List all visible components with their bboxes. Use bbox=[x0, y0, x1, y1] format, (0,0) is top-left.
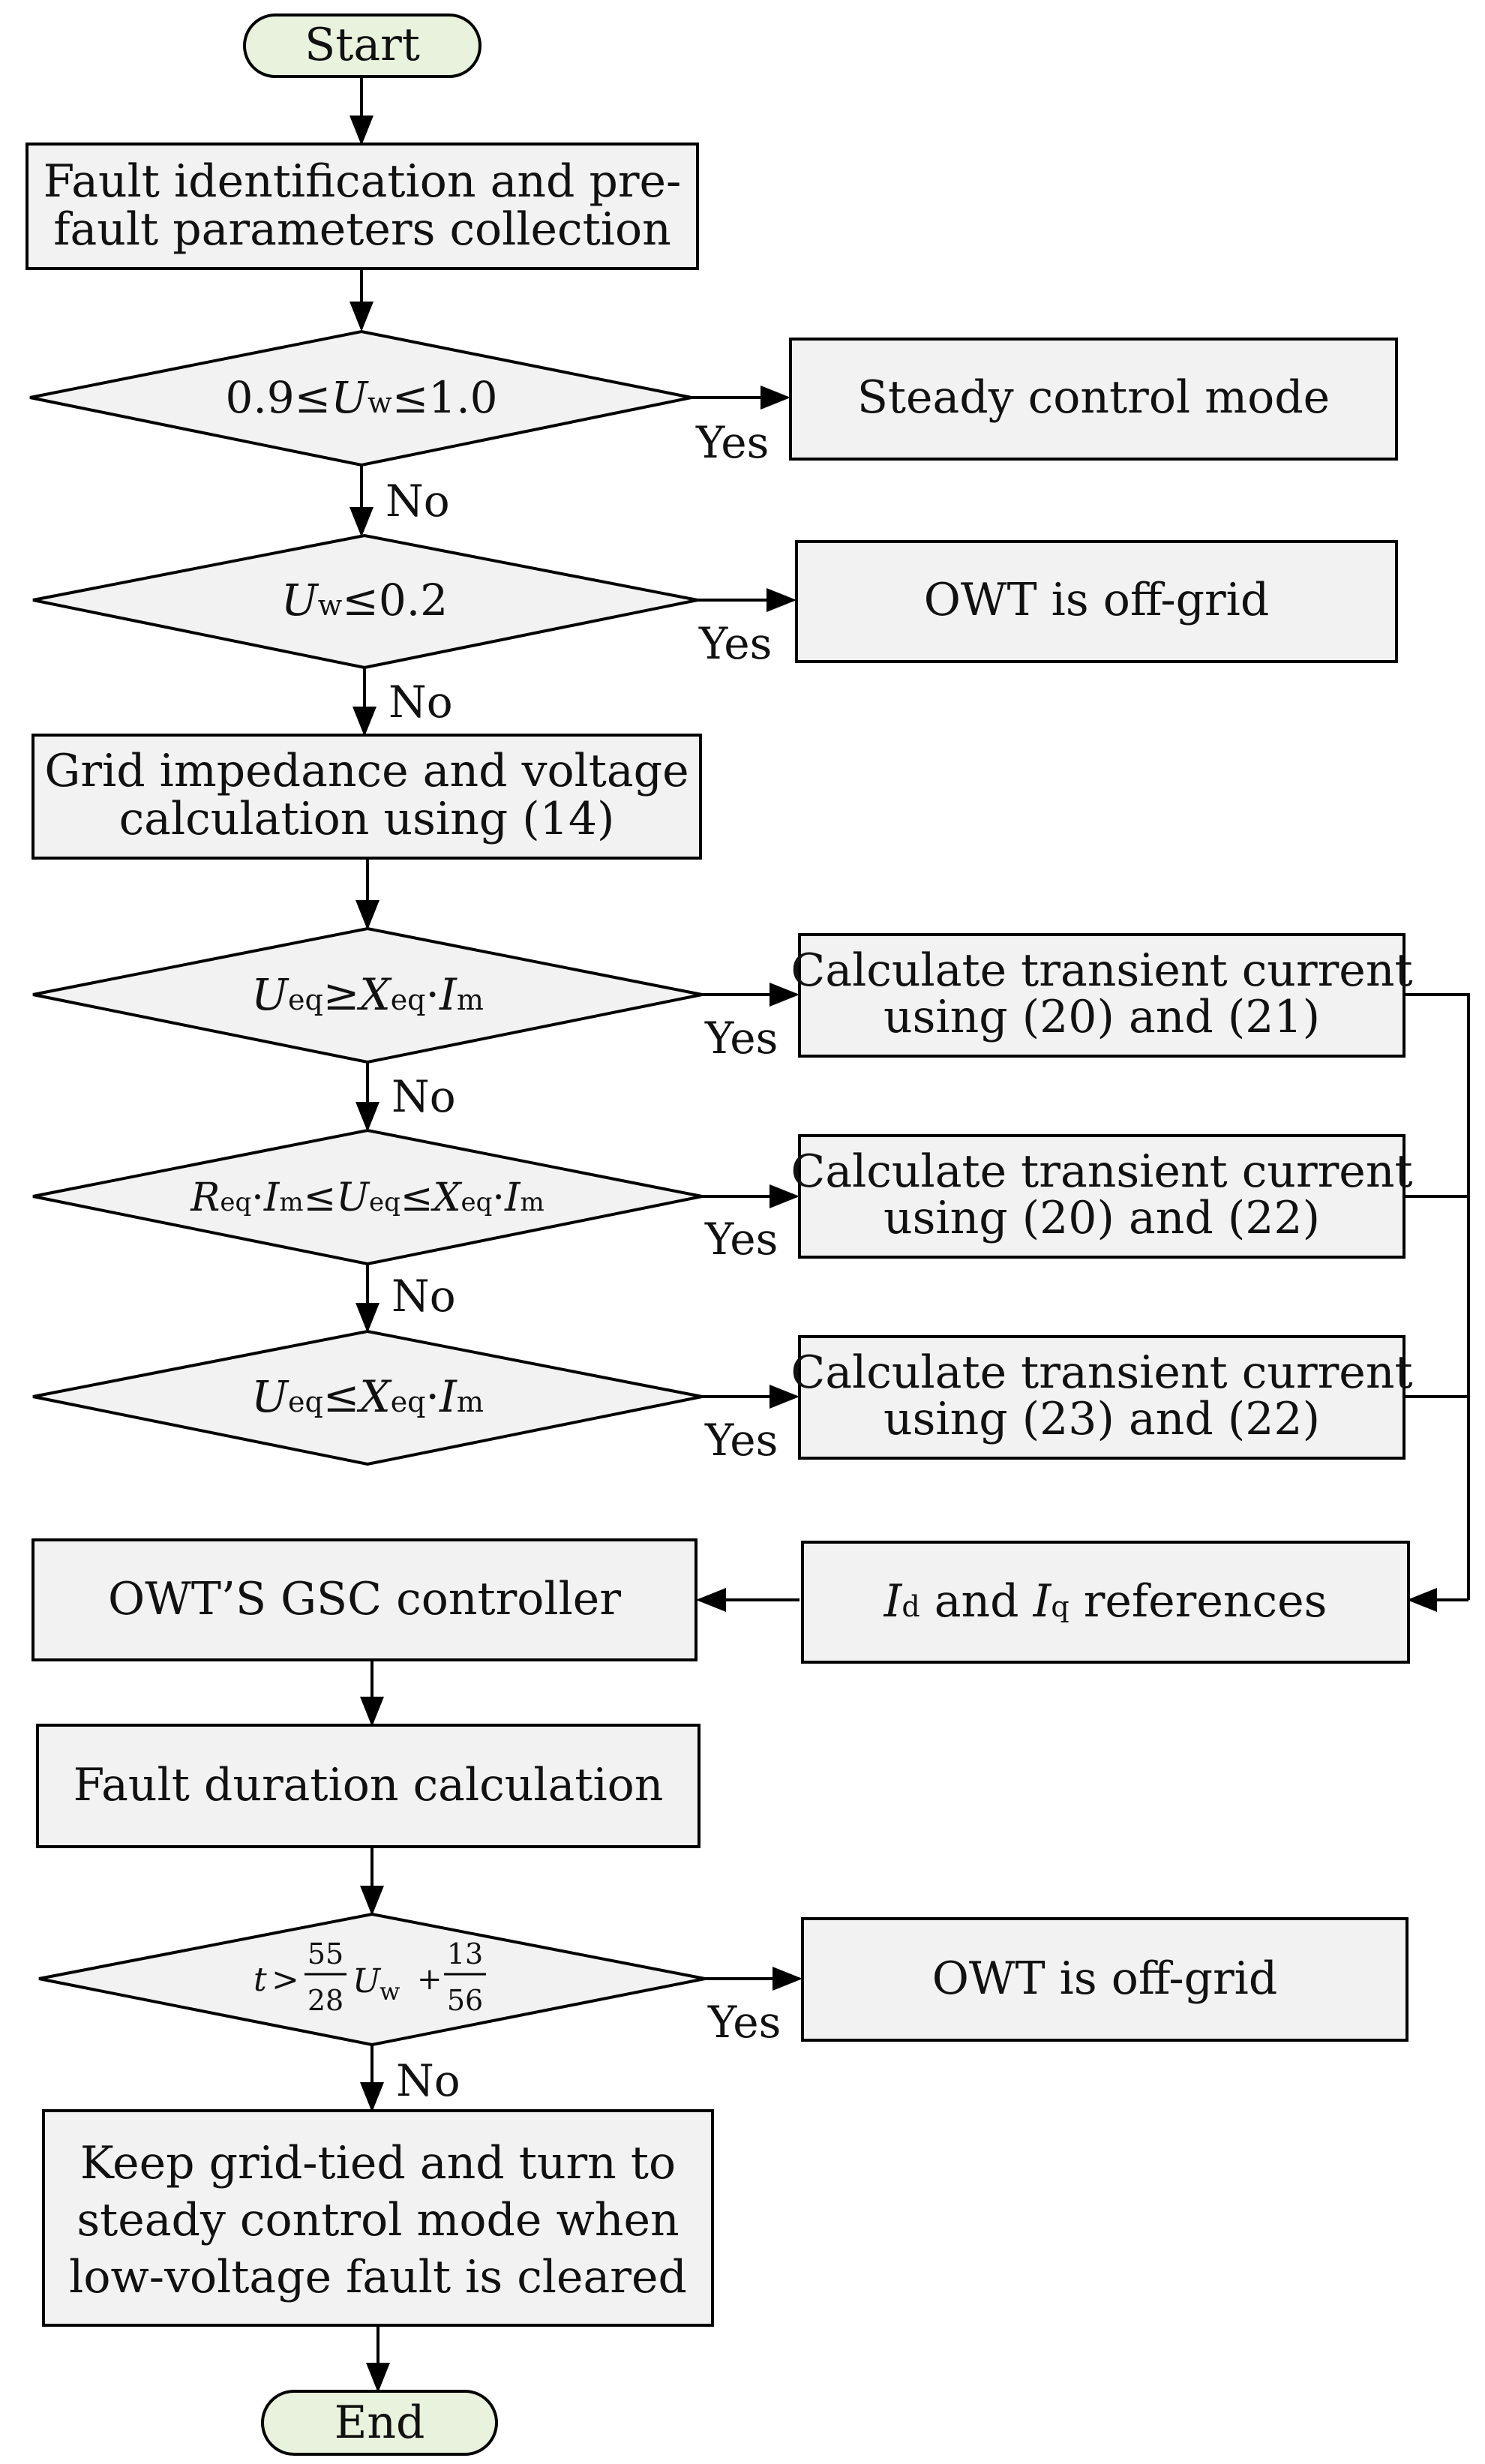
grid-calculation-box: Grid impedance and voltage calculation u… bbox=[32, 734, 702, 860]
keep-grid-line-2: steady control mode when bbox=[76, 2194, 679, 2246]
fault-duration-box: Fault duration calculation bbox=[36, 1724, 700, 1848]
fraction-2-numerator: 13 bbox=[447, 1937, 483, 1970]
calc-3-line-1: Calculate transient current bbox=[790, 1346, 1412, 1399]
plus-sign: + bbox=[417, 1962, 442, 1997]
condition-time: t > 55 28 U w + 13 56 bbox=[38, 1912, 706, 2047]
calc-1-line-1: Calculate transient current bbox=[790, 944, 1412, 997]
end-terminal: End bbox=[261, 2390, 498, 2456]
off-grid-label-2: OWT is off-grid bbox=[932, 1952, 1278, 2005]
references-label: Id and Iq references bbox=[884, 1575, 1328, 1628]
no-label-2: No bbox=[388, 677, 453, 728]
off-grid-label-1: OWT is off-grid bbox=[924, 574, 1270, 626]
condition-2: Req·Im≤Ueq≤Xeq·Im bbox=[32, 1128, 703, 1266]
grid-calc-line-1: Grid impedance and voltage bbox=[44, 745, 688, 797]
keep-grid-tied-box: Keep grid-tied and turn to steady contro… bbox=[42, 2109, 714, 2327]
references-box: Id and Iq references bbox=[801, 1541, 1410, 1664]
time-var: t bbox=[254, 1961, 267, 1999]
condition-1-text: Ueq≥Xeq·Im bbox=[251, 969, 484, 1020]
condition-3-text: Ueq≤Xeq·Im bbox=[251, 1371, 484, 1422]
grid-calc-line-2: calculation using (14) bbox=[119, 793, 615, 845]
connectors bbox=[350, 75, 1470, 2393]
no-label-4: No bbox=[392, 1271, 456, 1322]
no-label-3: No bbox=[392, 1071, 456, 1122]
gsc-controller-label: OWT’S GSC controller bbox=[108, 1573, 621, 1625]
condition-low-voltage: Uw≤0.2 bbox=[32, 533, 698, 670]
yes-label-2: Yes bbox=[698, 618, 772, 669]
yes-label-6: Yes bbox=[707, 1997, 781, 2048]
steady-control-box: Steady control mode bbox=[789, 338, 1398, 461]
no-label-6: No bbox=[396, 2055, 460, 2106]
calculation-box-3: Calculate transient current using (23) a… bbox=[790, 1335, 1413, 1460]
fraction-1-denominator: 28 bbox=[308, 1984, 344, 2017]
start-label: Start bbox=[304, 19, 420, 71]
uw-var: U bbox=[352, 1962, 382, 2000]
calc-2-line-2: using (20) and (22) bbox=[884, 1192, 1320, 1244]
uw-subscript: w bbox=[380, 1977, 400, 2006]
yes-label-4: Yes bbox=[704, 1214, 778, 1265]
no-label-1: No bbox=[386, 476, 450, 527]
off-grid-box-1: OWT is off-grid bbox=[795, 540, 1398, 663]
condition-2-text: Req·Im≤Ueq≤Xeq·Im bbox=[190, 1175, 544, 1220]
condition-1: Ueq≥Xeq·Im bbox=[32, 926, 703, 1064]
fault-duration-label: Fault duration calculation bbox=[74, 1759, 664, 1811]
condition-low-text: Uw≤0.2 bbox=[281, 575, 448, 626]
condition-3: Ueq≤Xeq·Im bbox=[32, 1329, 703, 1466]
fault-identification-line-2: fault parameters collection bbox=[53, 203, 670, 256]
start-terminal: Start bbox=[243, 14, 482, 78]
condition-time-formula: t > 55 28 U w + 13 56 bbox=[254, 1937, 486, 2017]
keep-grid-line-3: low-voltage fault is cleared bbox=[69, 2251, 687, 2303]
calc-3-line-2: using (23) and (22) bbox=[884, 1393, 1320, 1445]
steady-control-label: Steady control mode bbox=[857, 371, 1330, 424]
calculation-box-2: Calculate transient current using (20) a… bbox=[790, 1134, 1413, 1259]
yes-label-5: Yes bbox=[704, 1415, 778, 1466]
greater-than-sign: > bbox=[272, 1961, 299, 1999]
fraction-2-denominator: 56 bbox=[447, 1984, 483, 2017]
yes-label-3: Yes bbox=[704, 1013, 778, 1064]
end-label: End bbox=[334, 2396, 425, 2449]
yes-label-1: Yes bbox=[695, 417, 769, 468]
calculation-box-1: Calculate transient current using (20) a… bbox=[790, 933, 1413, 1058]
condition-normal-voltage: 0.9≤Uw≤1.0 bbox=[29, 329, 692, 467]
calc-2-line-1: Calculate transient current bbox=[790, 1145, 1412, 1198]
keep-grid-line-1: Keep grid-tied and turn to bbox=[80, 2137, 676, 2189]
off-grid-box-2: OWT is off-grid bbox=[801, 1917, 1408, 2042]
bus-line bbox=[1404, 993, 1470, 1600]
fault-identification-line-1: Fault identification and pre- bbox=[44, 155, 682, 208]
fault-identification-box: Fault identification and pre- fault para… bbox=[26, 143, 699, 270]
condition-normal-text: 0.9≤Uw≤1.0 bbox=[225, 372, 497, 423]
calc-1-line-2: using (20) and (21) bbox=[884, 991, 1320, 1043]
fraction-1-numerator: 55 bbox=[308, 1937, 344, 1970]
gsc-controller-box: OWT’S GSC controller bbox=[32, 1538, 698, 1661]
